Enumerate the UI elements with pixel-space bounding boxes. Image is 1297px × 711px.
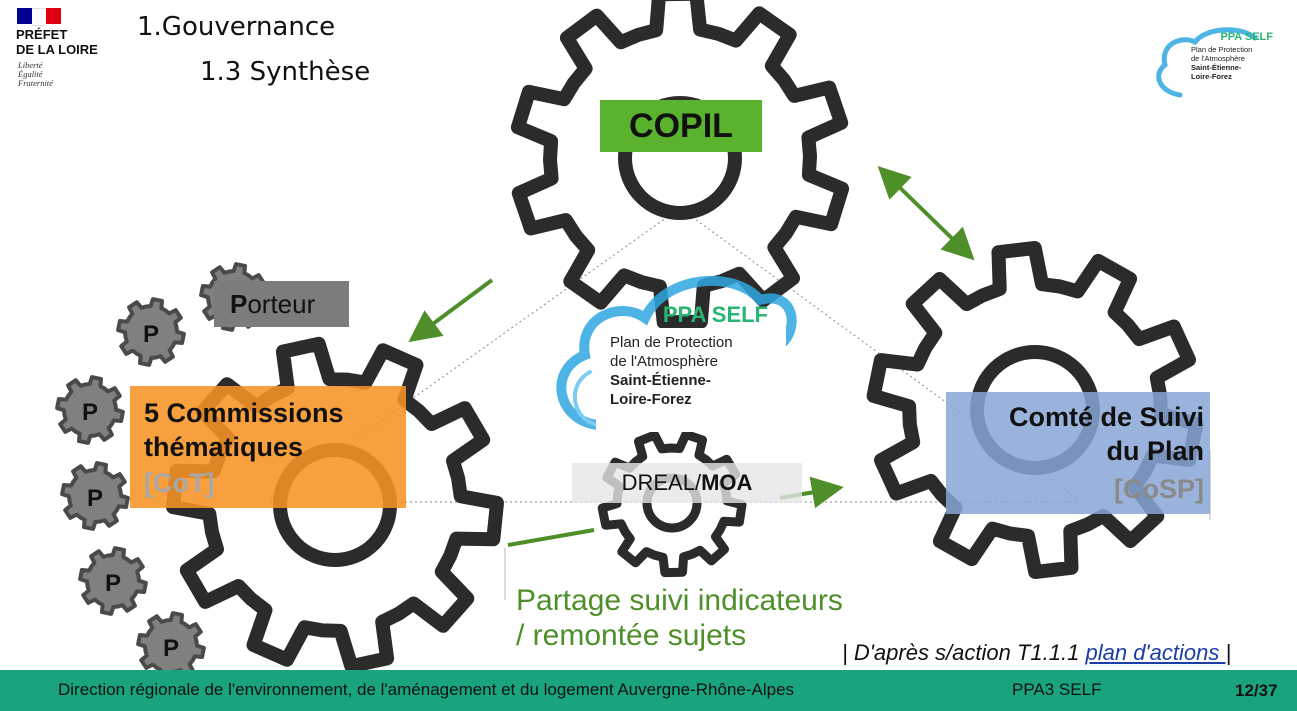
porteur-small-gear bbox=[78, 546, 148, 616]
footer-bar bbox=[0, 670, 1297, 711]
p-label: P bbox=[143, 321, 159, 348]
footer-project: PPA3 SELF bbox=[1012, 680, 1102, 699]
p-label: P bbox=[87, 485, 103, 512]
commissions-gear bbox=[166, 336, 504, 674]
center-logo-line1: Plan de Protection bbox=[610, 334, 733, 351]
small-logo-line3: Saint-Étienne- bbox=[1191, 63, 1242, 72]
cosp-gear bbox=[866, 241, 1204, 579]
prefet-motto: Liberté Égalité Fraternité bbox=[18, 60, 53, 88]
center-logo-line3: Saint-Étienne- bbox=[610, 372, 711, 389]
source-note: | D'après s/action T1.1.1 plan d'actions… bbox=[842, 640, 1231, 666]
prefet-name: PRÉFET DE LA LOIRE bbox=[16, 27, 98, 57]
p-label: P bbox=[82, 399, 98, 426]
commissions-acronym: [CoT] bbox=[144, 468, 215, 498]
source-suffix: | bbox=[1225, 640, 1232, 665]
dreal-prefix: DREAL/ bbox=[621, 470, 702, 495]
dreal-moa: MOA bbox=[701, 470, 753, 495]
small-logo-title: PPA SELF bbox=[1220, 31, 1273, 43]
page-title: 1.Gouvernance bbox=[137, 12, 336, 42]
porteur-small-gear bbox=[60, 461, 130, 531]
porteur-small-gear bbox=[116, 297, 186, 367]
cosp-box: Comté de Suivi du Plan [CoSP] bbox=[946, 392, 1210, 514]
commissions-box: 5 Commissions thématiques [CoT] bbox=[130, 386, 406, 508]
center-logo-line4: Loire-Forez bbox=[610, 391, 692, 408]
porteur-label: Porteur bbox=[214, 281, 349, 327]
porteur-small-gear bbox=[136, 611, 206, 681]
source-prefix: | D'après s/action T1.1.1 bbox=[842, 640, 1086, 665]
p-label: P bbox=[163, 635, 179, 662]
dreal-moa-label: DREAL/MOA bbox=[572, 463, 802, 503]
footer-organization: Direction régionale de l'environnement, … bbox=[58, 680, 795, 699]
page-subtitle: 1.3 Synthèse bbox=[200, 57, 371, 87]
prefet-flag bbox=[17, 8, 62, 26]
copil-box: COPIL bbox=[600, 100, 762, 152]
porteur-gear-labels: P P P P P bbox=[82, 321, 179, 662]
center-logo-line2: de l'Atmosphère bbox=[610, 353, 718, 370]
porteur-initial: P bbox=[230, 289, 248, 319]
small-logo-line4: Loire-Forez bbox=[1191, 72, 1232, 81]
ppa-self-logo-center: PPA SELF Plan de Protection de l'Atmosph… bbox=[556, 276, 797, 432]
dreal-gear bbox=[597, 429, 747, 578]
commissions-title: 5 Commissions thématiques bbox=[144, 398, 344, 462]
porteur-small-gear bbox=[55, 375, 125, 445]
porteur-rest: orteur bbox=[247, 289, 316, 319]
ppa-self-logo-small: PPA SELF Plan de Protection de l'Atmosph… bbox=[1156, 27, 1273, 98]
page-number: 12/37 bbox=[1235, 681, 1278, 700]
plan-actions-link[interactable]: plan d'actions bbox=[1085, 640, 1226, 665]
small-logo-line1: Plan de Protection bbox=[1191, 45, 1252, 54]
partage-line bbox=[507, 528, 595, 547]
center-logo-title: PPA SELF bbox=[663, 302, 768, 327]
cosp-title: Comté de Suivi du Plan bbox=[1008, 402, 1204, 466]
partage-text: Partage suivi indicateurs / remontée suj… bbox=[516, 584, 843, 652]
small-logo-line2: de l'Atmosphère bbox=[1191, 54, 1245, 63]
cosp-acronym: [CoSP] bbox=[1114, 474, 1204, 504]
arrow-copil-to-commissions bbox=[408, 278, 494, 343]
arrow-copil-cosp bbox=[877, 166, 975, 261]
p-label: P bbox=[105, 570, 121, 597]
